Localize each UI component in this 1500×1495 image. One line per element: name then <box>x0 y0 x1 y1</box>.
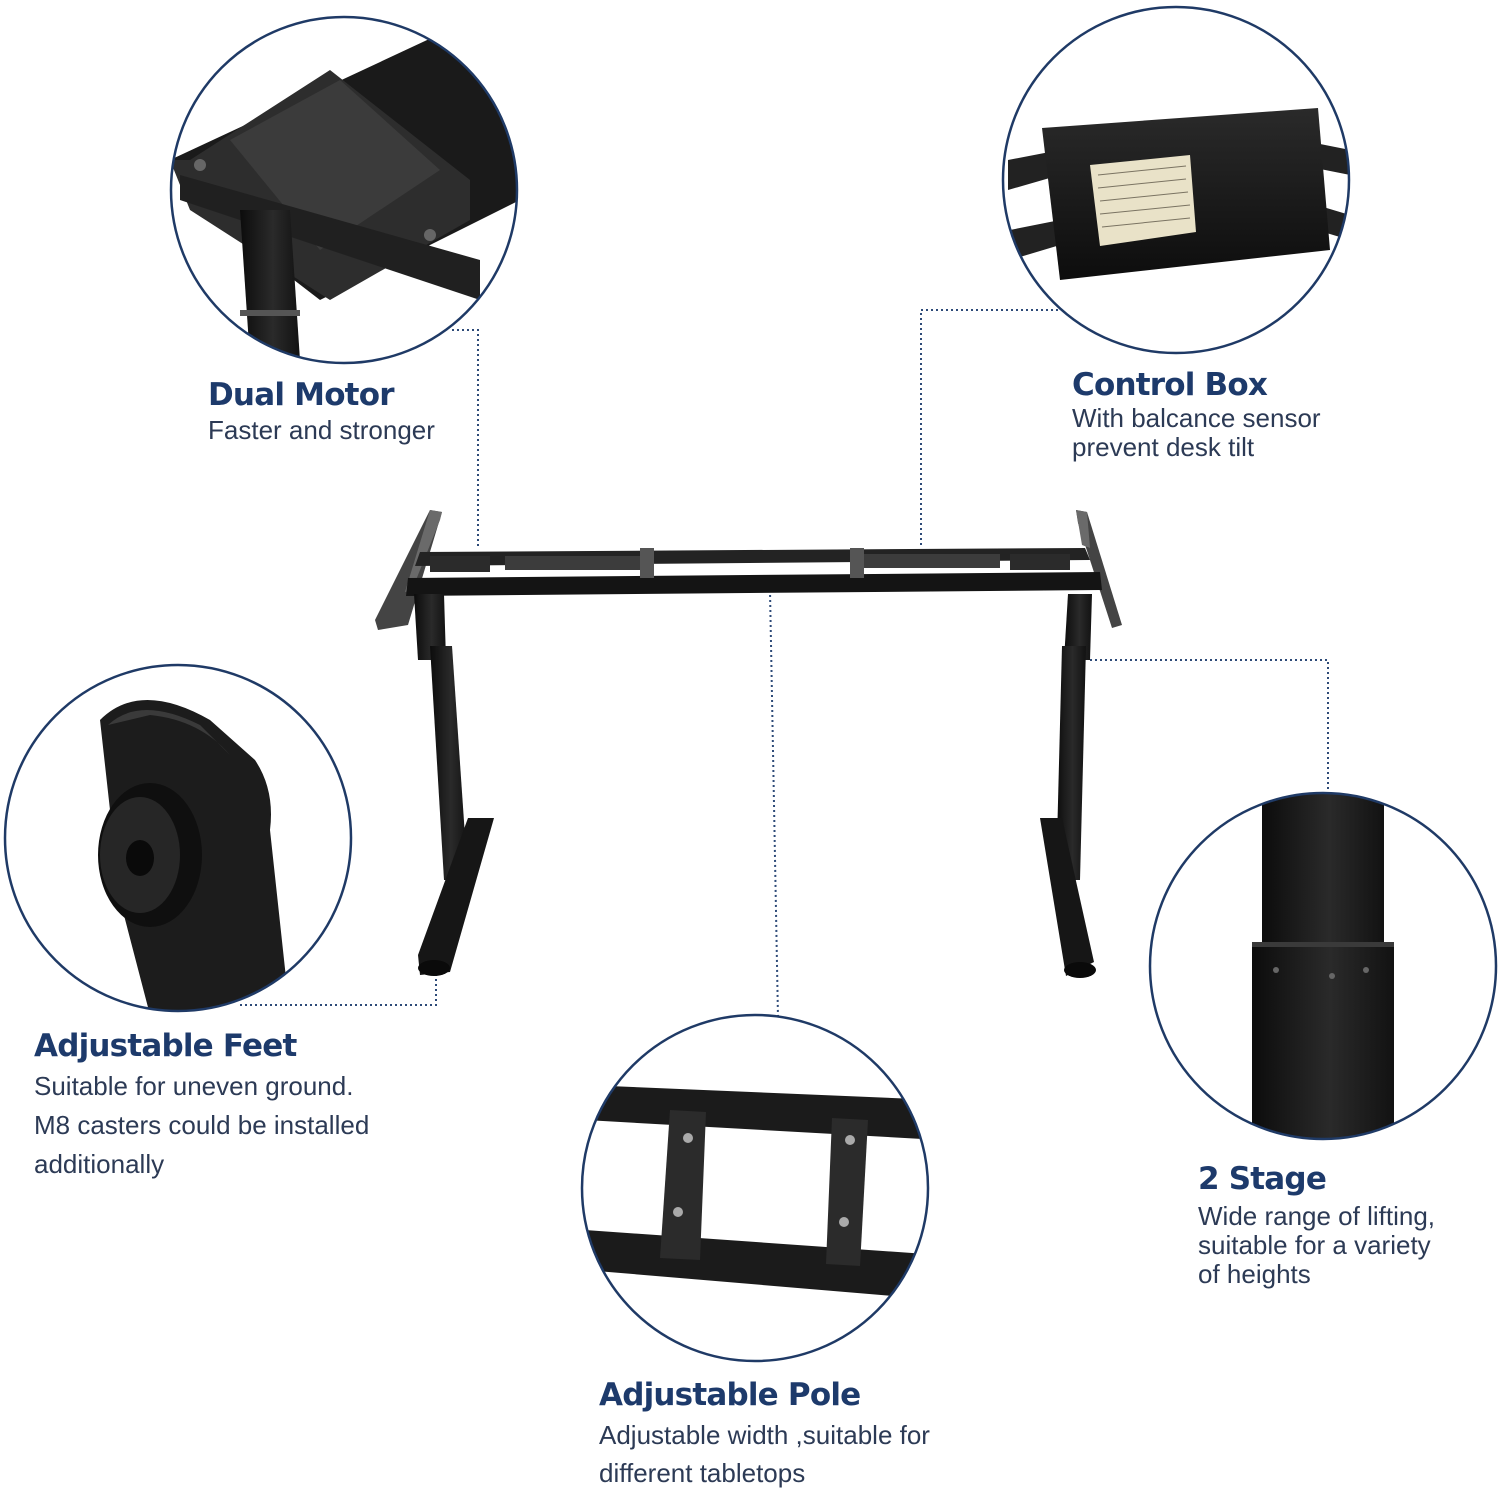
control-box-spec-label <box>1090 155 1196 246</box>
adjustable-pole-detail-image <box>580 1013 930 1363</box>
connector-adjustable-pole <box>769 589 779 1019</box>
two-stage-description: Wide range of lifting, suitable for a va… <box>1198 1201 1436 1289</box>
adjustable-feet-label: Adjustable Feet Suitable for uneven grou… <box>34 1027 369 1184</box>
two-stage-circle <box>1148 791 1498 1141</box>
adjustable-feet-detail-image <box>3 663 353 1013</box>
control-box-title: Control Box <box>1072 367 1268 403</box>
dual-motor-circle <box>169 15 519 365</box>
connector-two-stage <box>1090 659 1329 795</box>
adjustable-pole-label: Adjustable Pole Adjustable width ,suitab… <box>599 1376 930 1492</box>
right-leg-upper <box>1064 594 1092 660</box>
two-stage-title: 2 Stage <box>1198 1161 1327 1197</box>
adjustable-pole-description: Adjustable width ,suitable for different… <box>599 1420 930 1488</box>
right-leg-lower <box>1056 646 1086 880</box>
control-box-label: Control Box With balcance sensor prevent… <box>1072 366 1321 462</box>
connector-control-box <box>920 309 1068 548</box>
dual-motor-description: Faster and stronger <box>208 415 435 445</box>
adjustable-pole-circle <box>580 1013 930 1363</box>
right-foot <box>1040 818 1094 976</box>
dual-motor-title: Dual Motor <box>208 377 395 413</box>
adjustable-feet-circle <box>3 663 353 1013</box>
dual-motor-detail-image <box>169 15 519 365</box>
adjustable-feet-description: Suitable for uneven ground. M8 casters c… <box>34 1071 370 1179</box>
connector-dual-motor <box>452 329 479 548</box>
front-cross-beam <box>406 572 1102 596</box>
control-box-circle <box>1001 5 1351 355</box>
connector-lines <box>240 309 1329 1019</box>
left-leg-upper <box>414 594 446 660</box>
left-foot <box>418 818 494 975</box>
adjustable-pole-title: Adjustable Pole <box>599 1377 861 1413</box>
left-leg-lower <box>430 646 468 880</box>
control-box-detail-image <box>1001 5 1351 355</box>
two-stage-detail-image <box>1148 791 1498 1141</box>
two-stage-label: 2 Stage Wide range of lifting, suitable … <box>1198 1160 1435 1289</box>
control-box-description: With balcance sensor prevent desk tilt <box>1072 403 1321 462</box>
adjustable-feet-title: Adjustable Feet <box>34 1028 297 1064</box>
dual-motor-label: Dual Motor Faster and stronger <box>208 376 435 446</box>
desk-frame <box>375 510 1122 978</box>
connector-adjustable-feet <box>240 972 437 1006</box>
